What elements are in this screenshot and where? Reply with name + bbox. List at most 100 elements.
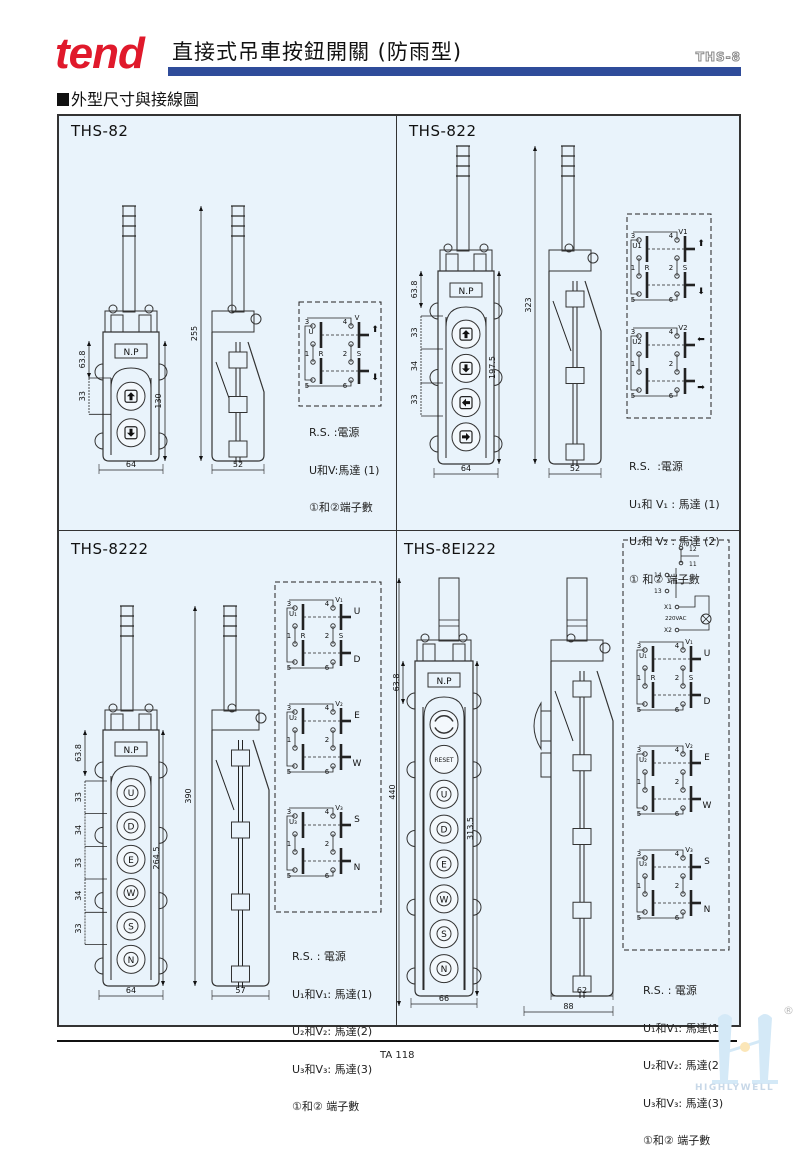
reset-knob xyxy=(540,752,552,778)
terminal-label: U xyxy=(308,328,313,336)
cable-ths-8222-front xyxy=(120,605,134,712)
right-arrow-glyph xyxy=(462,432,470,441)
wire xyxy=(636,649,645,705)
pitch-label: 33 xyxy=(74,858,83,868)
legend-line: U₁和V₁: 馬達(1) xyxy=(292,987,373,1001)
page-title: 直接式吊車按鈕開關 (防雨型) xyxy=(172,40,463,64)
terminal-number: 3 xyxy=(287,808,291,816)
terminal-number: 3 xyxy=(287,600,291,608)
terminal xyxy=(680,891,686,897)
terminal-label: U₃ xyxy=(639,860,647,868)
cable-body xyxy=(561,145,575,252)
terminal xyxy=(674,627,680,633)
screw-icon xyxy=(108,304,118,314)
dim-total-ths-8ei222: 440 xyxy=(388,578,401,1006)
dim-arrow xyxy=(533,146,537,151)
terminal-label: V₂ xyxy=(685,742,693,750)
dim-total-ths-8222: 390 xyxy=(184,606,197,986)
side-view-ths-8ei222 xyxy=(533,633,614,998)
dim-label: 88 xyxy=(563,1002,573,1011)
rod-clamp xyxy=(565,290,585,308)
dim-label: 64 xyxy=(126,986,136,995)
terminal-number: 3 xyxy=(637,746,641,754)
direction-label: ⬆ xyxy=(697,239,705,249)
push-button xyxy=(429,709,459,739)
dim-label: 57 xyxy=(235,986,245,995)
letter-ring xyxy=(123,918,139,934)
terminal-number: 1 xyxy=(287,632,291,640)
section-title-text: 外型尺寸與接線圖 xyxy=(71,90,200,109)
push-button xyxy=(429,779,459,809)
wire xyxy=(307,317,352,326)
screw-icon xyxy=(108,703,118,713)
nameplate-text: N.P xyxy=(458,287,474,297)
dim-arrow xyxy=(397,578,401,583)
push-button xyxy=(116,811,146,841)
screw-icon xyxy=(443,243,453,253)
side-cap xyxy=(550,639,604,662)
dim-label: 63.8 xyxy=(410,281,419,299)
pitch-label: 33 xyxy=(74,923,83,933)
push-button xyxy=(429,919,459,949)
letter-ring xyxy=(436,926,452,942)
cable-ths-8222-side xyxy=(223,605,237,712)
pitch-label: 34 xyxy=(410,361,419,371)
terminal-number: 4 xyxy=(675,746,680,754)
terminal-label: U₂ xyxy=(289,714,297,722)
cap-slot xyxy=(445,253,459,272)
terminal-label: V2 xyxy=(678,324,687,332)
watermark-text: HIGHLYWELL xyxy=(695,1083,775,1093)
brand-logo: tend xyxy=(55,29,145,78)
wire xyxy=(639,745,684,754)
wire xyxy=(289,807,334,816)
button-channel xyxy=(110,765,152,980)
cable-ths-82-side xyxy=(231,205,245,313)
legend-line: U₁和V₁: 馬達(1) xyxy=(643,1021,724,1035)
side-lug xyxy=(158,363,168,381)
aux-terminal-label: 11 xyxy=(689,561,697,568)
direction-label: N xyxy=(704,905,711,915)
pendant-body xyxy=(102,331,160,462)
button-channel xyxy=(110,367,152,455)
nameplate xyxy=(114,343,148,359)
dim-arrow xyxy=(401,699,405,704)
dim-label: 63.8 xyxy=(78,351,87,369)
legend-line: R.S. :電源 xyxy=(309,426,360,439)
cable-body xyxy=(122,205,136,313)
push-button xyxy=(429,814,459,844)
terminal xyxy=(292,849,298,855)
wire xyxy=(637,704,684,711)
terminal xyxy=(642,683,648,689)
legend-line: U₂和V₂: 馬達(2) xyxy=(643,1059,724,1072)
side-lug xyxy=(429,302,439,320)
up-arrow-glyph xyxy=(462,330,470,339)
terminal-number: 3 xyxy=(637,850,641,858)
panel-title-ths-82: THS-82 xyxy=(71,122,129,140)
cable-body xyxy=(231,205,245,313)
dim-width-side-ths-822: 52 xyxy=(548,464,602,478)
dim-label: 64 xyxy=(126,460,136,469)
wire xyxy=(637,912,684,919)
rod-clamp xyxy=(228,351,248,369)
top-cap xyxy=(416,639,472,662)
terminal-label: R xyxy=(651,674,656,682)
button-letter-D: D xyxy=(128,823,135,833)
wiring-box-border xyxy=(274,581,382,913)
letter-ring xyxy=(436,821,452,837)
side-lug xyxy=(158,826,168,844)
rod-clamp xyxy=(231,893,250,911)
cable-ths-82-front xyxy=(122,205,136,313)
pendant-body xyxy=(102,729,160,987)
side-cap xyxy=(211,310,255,333)
wire xyxy=(639,849,684,858)
terminal-number: 4 xyxy=(325,704,330,712)
terminal-number: 4 xyxy=(669,232,674,240)
direction-label: E xyxy=(354,711,360,721)
terminal xyxy=(292,745,298,751)
terminal-label: R xyxy=(301,632,306,640)
dim-arrow xyxy=(163,341,167,346)
side-lug xyxy=(158,892,168,910)
front-view-ths-82: N.P xyxy=(94,304,168,462)
